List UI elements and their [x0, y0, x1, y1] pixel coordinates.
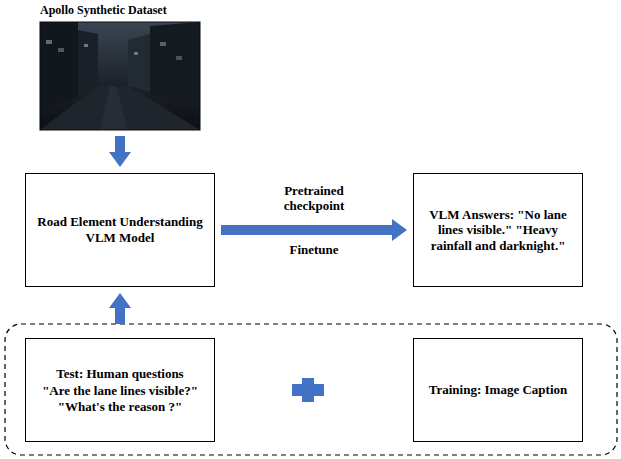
block-arrow	[221, 219, 407, 241]
block-arrow	[109, 136, 131, 167]
box-text: Road Element Understanding VLM Model	[34, 214, 206, 245]
question-box: Test: Human questions"Are the lane lines…	[25, 338, 215, 442]
image-heading: Apollo Synthetic Dataset	[40, 3, 167, 17]
model-box: Road Element Understanding VLM Model	[25, 173, 215, 287]
box-text: "Are the lane lines visible?" "What's th…	[34, 383, 206, 414]
block-arrow	[109, 293, 131, 324]
box-text: Test: Human questions	[34, 366, 206, 382]
street-image	[40, 22, 200, 130]
arrow-label: Finetune	[257, 242, 371, 258]
box-text: VLM Answers: "No lane lines visible." "H…	[422, 207, 574, 254]
answer-box: VLM Answers: "No lane lines visible." "H…	[413, 173, 583, 287]
group-outline	[5, 324, 617, 455]
caption-box: Training: Image Caption	[413, 338, 583, 442]
edge-label: Pretrained checkpoint	[257, 183, 371, 214]
plus-symbol	[292, 378, 324, 402]
box-text: Training: Image Caption	[422, 382, 574, 398]
dataset-image: Apollo Synthetic Dataset	[40, 22, 200, 130]
